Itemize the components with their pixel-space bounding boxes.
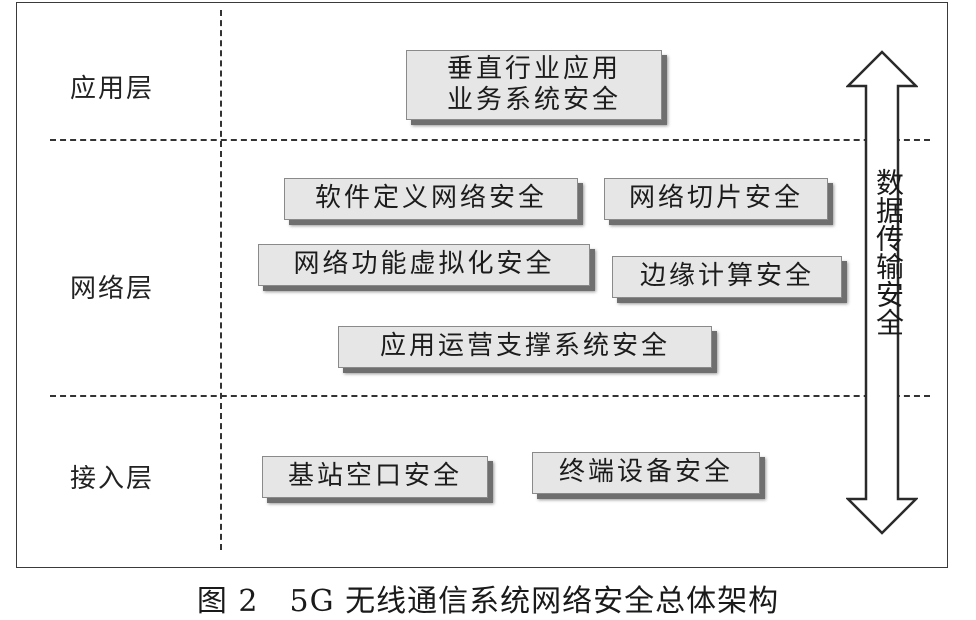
- box-slicing-security: 网络切片安全: [604, 178, 828, 220]
- layer-label-divider: [220, 10, 222, 550]
- layer-label-application: 应用层: [70, 74, 155, 104]
- box-sdn-security: 软件定义网络安全: [284, 178, 578, 220]
- layer-divider-network-access: [50, 395, 930, 397]
- box-vertical-industry-security: 垂直行业应用 业务系统安全: [406, 50, 662, 120]
- data-transmission-label: 数据传输安全: [872, 168, 905, 336]
- layer-label-access: 接入层: [70, 464, 155, 494]
- box-air-interface-security: 基站空口安全: [262, 456, 488, 498]
- box-ops-support-security: 应用运营支撑系统安全: [338, 326, 712, 368]
- box-nfv-security: 网络功能虚拟化安全: [258, 244, 590, 286]
- box-edge-security: 边缘计算安全: [612, 256, 842, 298]
- figure-caption: 图 2 5G 无线通信系统网络安全总体架构: [196, 584, 780, 619]
- double-arrow-icon: [846, 50, 918, 535]
- layer-divider-application-network: [50, 139, 930, 141]
- box-vertical-line2: 业务系统安全: [446, 85, 621, 115]
- data-transmission-arrow: [846, 50, 918, 535]
- layer-label-network: 网络层: [70, 274, 155, 304]
- box-terminal-security: 终端设备安全: [532, 452, 760, 494]
- box-vertical-line1: 垂直行业应用: [446, 53, 621, 84]
